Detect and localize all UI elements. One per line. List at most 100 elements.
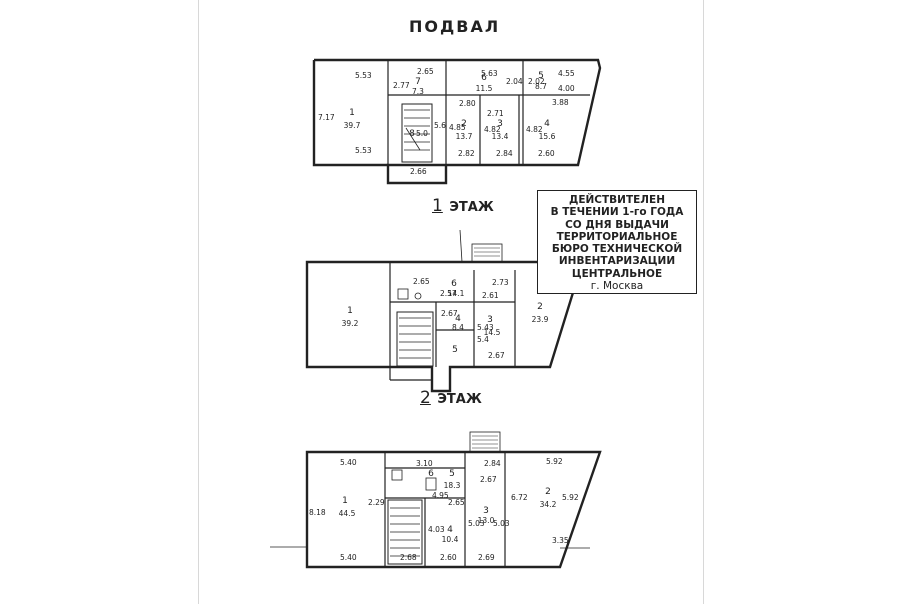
room-area: 18.3 [444, 481, 461, 490]
room-number: 3 [487, 315, 493, 325]
room-number: 7 [415, 77, 421, 87]
basement-dim: 5.53 [355, 71, 372, 80]
stamp-line: ЦЕНТРАЛЬНОЕ [571, 267, 663, 280]
floor1-dim: 2.61 [482, 291, 499, 300]
room-number: 5 [538, 71, 544, 81]
basement-dim: 7.17 [318, 113, 335, 122]
floor2-plan [270, 431, 602, 569]
room-number: 8 [409, 129, 415, 139]
room-number: 6 [451, 279, 457, 289]
room-area: 34.2 [540, 500, 557, 509]
basement-dim: 4.00 [558, 84, 575, 93]
room-number: 3 [483, 506, 489, 516]
floor1-plan [305, 229, 582, 393]
room-number: 1 [342, 496, 348, 506]
basement-dim: 2.04 [506, 77, 523, 86]
basement-dim: 4.82 [484, 125, 501, 134]
basement-plan [312, 58, 602, 185]
room-area: 10.4 [442, 535, 459, 544]
room-area: 8.4 [452, 323, 464, 332]
stamp-line: СО ДНЯ ВЫДАЧИ [565, 218, 669, 231]
room-area: 11.5 [476, 84, 493, 93]
floor2-dim: 4.95 [432, 491, 449, 500]
room-area: 39.2 [342, 319, 359, 328]
floor2-number: 2 [420, 388, 431, 408]
floor1-title: 1 ЭТАЖ [432, 196, 494, 216]
floor2-dim: 2.68 [400, 553, 417, 562]
scan-border-right [703, 0, 704, 604]
room-number: 1 [347, 306, 353, 316]
basement-dim: 4.55 [558, 69, 575, 78]
basement-dim: 2.71 [487, 109, 504, 118]
basement-dim: 5.6 [434, 121, 446, 130]
scan-border-left [198, 0, 199, 604]
floor2-dim: 5.40 [340, 458, 357, 467]
room-number: 5 [449, 469, 455, 479]
room-number: 4 [455, 314, 461, 324]
basement-dim: 4.85 [449, 123, 466, 132]
basement-dim: 4.82 [526, 125, 543, 134]
floor1-dim: 2.73 [492, 278, 509, 287]
floor2-dim: 3.35 [552, 536, 569, 545]
basement-dim: 2.66 [410, 167, 427, 176]
basement-dim: 2.77 [393, 81, 410, 90]
floor1-dim: 5.43 [477, 323, 494, 332]
floor2-dim: 5.40 [340, 553, 357, 562]
room-area: 15.6 [539, 132, 556, 141]
room-area: 14.1 [448, 289, 465, 298]
floor2-dim: 5.03 [493, 519, 510, 528]
stamp-line: ТЕРРИТОРИАЛЬНОЕ [556, 230, 678, 243]
stamp-line: ИНВЕНТАРИЗАЦИИ [558, 255, 676, 268]
basement-dim: 2.60 [538, 149, 555, 158]
room-number: 2 [537, 302, 543, 312]
room-area: 8.7 [535, 82, 547, 91]
room-area: 13.7 [456, 132, 473, 141]
room-area: 39.7 [344, 121, 361, 130]
stamp-line: БЮРО ТЕХНИЧЕСКОЙ [551, 243, 683, 256]
floor2-dim: 2.69 [478, 553, 495, 562]
room-area: 23.9 [532, 315, 549, 324]
basement-dim: 3.88 [552, 98, 569, 107]
floor2-dim: 2.84 [484, 459, 501, 468]
basement-dim: 2.02 [528, 77, 545, 86]
floor1-dim: 2.67 [488, 351, 505, 360]
floor2-dim: 8.18 [309, 508, 326, 517]
floor2-dim: 5.92 [546, 457, 563, 466]
floor1-dim: 2.57 [440, 289, 457, 298]
floor1-number: 1 [432, 196, 443, 216]
stamp-city: г. Москва [590, 280, 644, 293]
floor2-dim: 4.03 [428, 525, 445, 534]
room-number: 6 [428, 469, 434, 479]
floor2-title: 2 ЭТАЖ [420, 388, 482, 408]
basement-dim: 2.82 [458, 149, 475, 158]
basement-dim: 2.84 [496, 149, 513, 158]
floor1-word: ЭТАЖ [449, 200, 494, 215]
basement-dim: 2.65 [417, 67, 434, 76]
room-number: 4 [544, 119, 550, 129]
room-area: 7.3 [412, 87, 424, 96]
floor2-dim: 5.92 [562, 493, 579, 502]
room-number: 2 [545, 487, 551, 497]
room-number: 1 [349, 108, 355, 118]
room-area: 44.5 [339, 509, 356, 518]
room-number: 4 [447, 525, 453, 535]
floor2-dim: 2.60 [440, 553, 457, 562]
room-area: 14.5 [484, 328, 501, 337]
floor2-dim: 2.65 [448, 498, 465, 507]
room-number: 2 [461, 119, 467, 129]
validity-stamp: ДЕЙСТВИТЕЛЕН В ТЕЧЕНИИ 1-го ГОДА СО ДНЯ … [537, 190, 697, 294]
floor2-dim: 2.29 [368, 498, 385, 507]
floor2-dim: 2.67 [480, 475, 497, 484]
room-area: 13.4 [492, 132, 509, 141]
room-number: 5 [452, 345, 458, 355]
floor2-dim: 3.10 [416, 459, 433, 468]
room-number: 6 [481, 73, 487, 83]
floor1-dim: 2.67 [441, 309, 458, 318]
basement-dim: 2.80 [459, 99, 476, 108]
floor2-dim: 5.03 [468, 519, 485, 528]
floor1-dim: 2.65 [413, 277, 430, 286]
basement-title: ПОДВАЛ [409, 17, 501, 36]
floor2-dim: 6.72 [511, 493, 528, 502]
